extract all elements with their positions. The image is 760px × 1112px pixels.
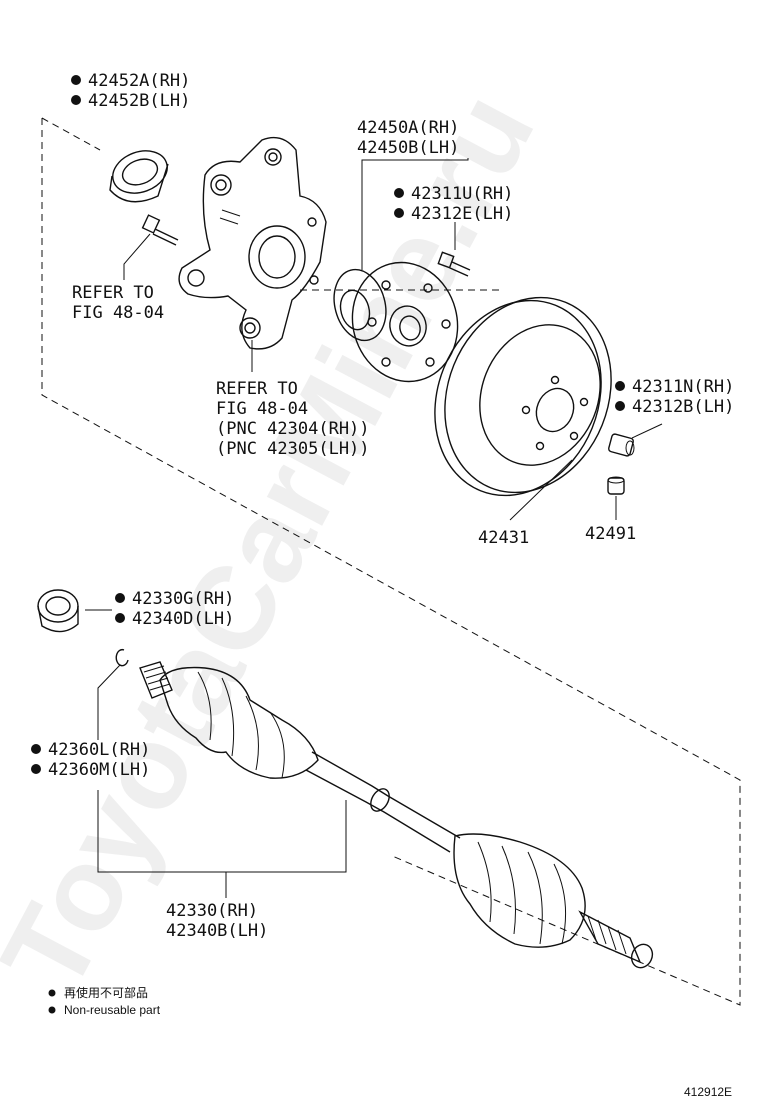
label-42360l-text: 42360L(RH) (48, 740, 150, 760)
label-42452a: 42452A(RH) (88, 71, 190, 91)
legend-en: Non-reusable part (64, 1003, 161, 1017)
refer-bolt-line2: FIG 48-04 (72, 303, 164, 323)
label-42431: 42431 (478, 528, 529, 548)
label-42360m-text: 42360M(LH) (48, 760, 150, 780)
oil-seal-lower (37, 589, 112, 633)
drive-shaft (97, 661, 654, 969)
label-42340b-lh: 42340B(LH) (166, 921, 268, 941)
label-42330: 42330(RH) 42340B(LH) (166, 901, 268, 941)
refer-knuckle-line1: REFER TO (216, 379, 298, 399)
refer-knuckle-line4: (PNC 42305(LH)) (216, 439, 370, 459)
hub-bolt (437, 222, 471, 277)
label-42330g-text: 42330G(RH) (132, 589, 234, 609)
snap-ring (97, 648, 129, 740)
label-42340d-text: 42340D(LH) (132, 609, 234, 629)
label-42312e-text: 42312E(LH) (411, 204, 513, 224)
label-refer-bolt: REFER TO FIG 48-04 (72, 283, 164, 323)
label-42450: 42450A(RH) 42450B(LH) (357, 118, 459, 158)
figure-id: 412912E (684, 1085, 732, 1099)
hub-bearing (333, 158, 469, 383)
label-42452: 42452A(RH) 42452B(LH) (71, 71, 190, 111)
knuckle-bolt (123, 214, 179, 280)
label-42312b-text: 42312B(LH) (632, 397, 734, 417)
label-42330-rh: 42330(RH) (166, 901, 258, 921)
label-refer-knuckle: REFER TO FIG 48-04 (PNC 42304(RH)) (PNC … (216, 379, 370, 459)
label-42450a: 42450A(RH) (357, 118, 459, 138)
label-42452b: 42452B(LH) (88, 91, 190, 111)
label-42311u: 42311U(RH) 42312E(LH) (394, 184, 513, 224)
steering-knuckle (178, 136, 327, 372)
label-42311u-text: 42311U(RH) (411, 184, 513, 204)
grease-cap (607, 476, 625, 520)
oil-seal-upper (109, 150, 169, 203)
assembly-outline (41, 117, 741, 1006)
refer-knuckle-line3: (PNC 42304(RH)) (216, 419, 370, 439)
legend-cn: 再使用不可部品 (64, 985, 148, 1000)
refer-knuckle-line2: FIG 48-04 (216, 399, 308, 419)
label-42311n-text: 42311N(RH) (632, 377, 734, 397)
brake-disc (434, 296, 612, 521)
legend: 再使用不可部品 Non-reusable part (48, 985, 161, 1017)
label-42491: 42491 (585, 524, 636, 544)
label-42360: 42360L(RH) 42360M(LH) (31, 740, 150, 780)
label-42311n: 42311N(RH) 42312B(LH) (615, 377, 734, 417)
hub-nut (608, 423, 663, 457)
label-42450b: 42450B(LH) (357, 138, 459, 158)
refer-bolt-line1: REFER TO (72, 283, 154, 303)
label-42330g: 42330G(RH) 42340D(LH) (115, 589, 234, 629)
